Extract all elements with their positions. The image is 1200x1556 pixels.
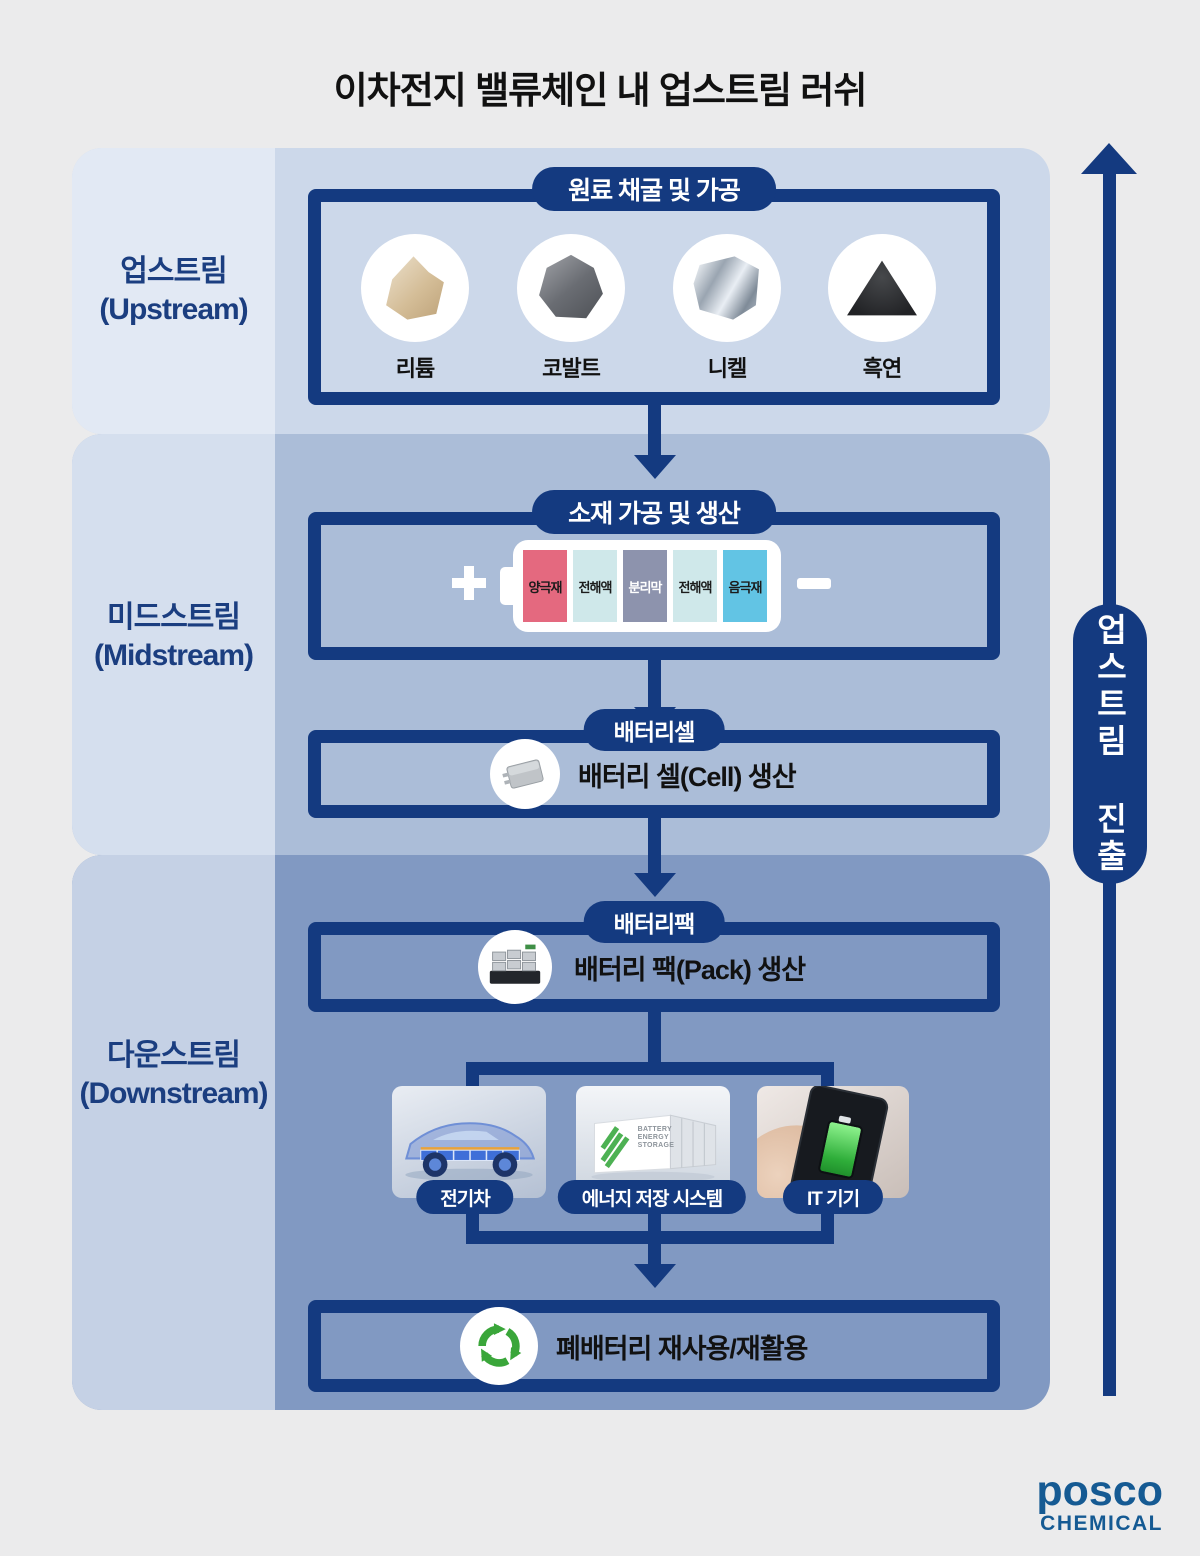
- battery-component-electrolyte: 전해액: [673, 550, 717, 622]
- green-battery-icon: [817, 1119, 864, 1180]
- page-title: 이차전지 밸류체인 내 업스트림 러쉬: [333, 70, 868, 111]
- nickel-ore-icon: [693, 256, 759, 320]
- battery-pack-icon: [489, 944, 541, 984]
- battery-pack-caption: 배터리 팩(Pack) 생산: [574, 954, 806, 985]
- application-card-ess: BATTERY ENERGY STORAGE: [576, 1086, 730, 1198]
- recycle-photo-circle: [460, 1307, 538, 1385]
- battery-component-anode: 음극재: [723, 550, 767, 622]
- mineral-nickel: 니켈: [673, 234, 781, 383]
- stage-label-midstream-en: (Midstream): [93, 639, 254, 672]
- application-pill-it: IT 기기: [782, 1180, 884, 1214]
- lithium-crystal-icon: [386, 256, 444, 320]
- mineral-cobalt: 코발트: [517, 234, 625, 383]
- connector-pack-applications: [648, 1010, 661, 1075]
- upstream-advance-pill: 업스트림 진출: [1073, 604, 1147, 884]
- arrow-down-icon: [634, 873, 676, 897]
- stage-label-downstream: 다운스트림 (Downstream): [72, 1037, 275, 1113]
- battery-cell-caption: 배터리 셀(Cell) 생산: [578, 761, 797, 792]
- posco-wordmark: posco: [1036, 1467, 1163, 1515]
- stage-label-upstream: 업스트림 (Upstream): [72, 253, 275, 329]
- upstream-sidebar: [72, 148, 275, 434]
- connector-upstream-midstream: [648, 403, 661, 457]
- downstream-band: [72, 855, 1050, 1410]
- recycle-box: [308, 1300, 1000, 1392]
- stage-label-midstream-ko: 미드스트림: [107, 601, 241, 634]
- battery-component-cathode: 양극재: [523, 550, 567, 622]
- ess-photo-caption: BATTERY ENERGY STORAGE: [637, 1126, 675, 1150]
- battery-cell-pill: 배터리셀: [583, 709, 725, 751]
- graphite-powder-icon: [847, 260, 917, 316]
- mineral-photo-circle: [673, 234, 781, 342]
- battery-component-separator: 분리막: [623, 550, 667, 622]
- application-card-ev: [392, 1086, 546, 1198]
- application-card-it: [757, 1086, 909, 1198]
- mineral-lithium: 리튬: [361, 234, 469, 383]
- material-production-header-pill: 소재 가공 및 생산: [532, 490, 776, 534]
- mineral-photo-circle: [828, 234, 936, 342]
- connector-midstream-cell: [648, 658, 661, 709]
- midstream-band: [72, 434, 1050, 855]
- downstream-sidebar: [72, 855, 275, 1410]
- branch-drop-right: [821, 1062, 834, 1092]
- recycle-caption: 폐배터리 재사용/재활용: [556, 1333, 808, 1364]
- mineral-photo-circle: [517, 234, 625, 342]
- mineral-photo-circle: [361, 234, 469, 342]
- arrow-up-icon: [1081, 143, 1137, 174]
- plus-terminal-icon: [452, 566, 486, 600]
- arrow-down-icon: [634, 1264, 676, 1288]
- battery-terminal-tab: [500, 567, 516, 605]
- battery-pack-photo-circle: [478, 930, 552, 1004]
- stage-label-upstream-ko: 업스트림: [120, 255, 227, 288]
- mineral-label: 니켈: [707, 356, 747, 381]
- connector-applications-recycle: [648, 1238, 661, 1266]
- battery-cell-icon: [502, 759, 544, 789]
- midstream-sidebar: [72, 434, 275, 855]
- mineral-graphite: 흑연: [828, 234, 936, 383]
- stage-label-midstream: 미드스트림 (Midstream): [72, 599, 275, 675]
- stage-label-downstream-en: (Downstream): [79, 1077, 268, 1110]
- energy-storage-container-icon: [591, 1114, 717, 1183]
- branch-line: [466, 1062, 834, 1075]
- application-pill-ev: 전기차: [416, 1180, 514, 1214]
- battery-pack-pill: 배터리팩: [583, 901, 725, 943]
- stage-label-upstream-en: (Upstream): [99, 293, 248, 326]
- branch-drop-left: [466, 1062, 479, 1092]
- arrow-down-icon: [634, 455, 676, 479]
- battery-cell-photo-circle: [490, 739, 560, 809]
- chemical-wordmark: CHEMICAL: [1040, 1512, 1163, 1535]
- connector-cell-pack: [648, 816, 661, 875]
- battery-component-electrolyte: 전해액: [573, 550, 617, 622]
- mineral-label: 코발트: [542, 356, 601, 381]
- raw-material-header-pill: 원료 채굴 및 가공: [532, 167, 776, 211]
- posco-chemical-logo: posco CHEMICAL: [1036, 1470, 1163, 1536]
- recycle-symbol-icon: [478, 1323, 522, 1367]
- application-pill-ess: 에너지 저장 시스템: [557, 1180, 747, 1214]
- merge-line: [466, 1231, 834, 1244]
- minus-terminal-icon: [797, 578, 831, 589]
- mineral-label: 리튬: [395, 356, 435, 381]
- upstream-advance-label: 업스트림 진출: [1092, 612, 1128, 876]
- cobalt-ore-icon: [539, 254, 603, 319]
- stage-label-downstream-ko: 다운스트림: [107, 1039, 241, 1072]
- electric-vehicle-icon: [405, 1122, 536, 1182]
- mineral-label: 흑연: [862, 356, 902, 381]
